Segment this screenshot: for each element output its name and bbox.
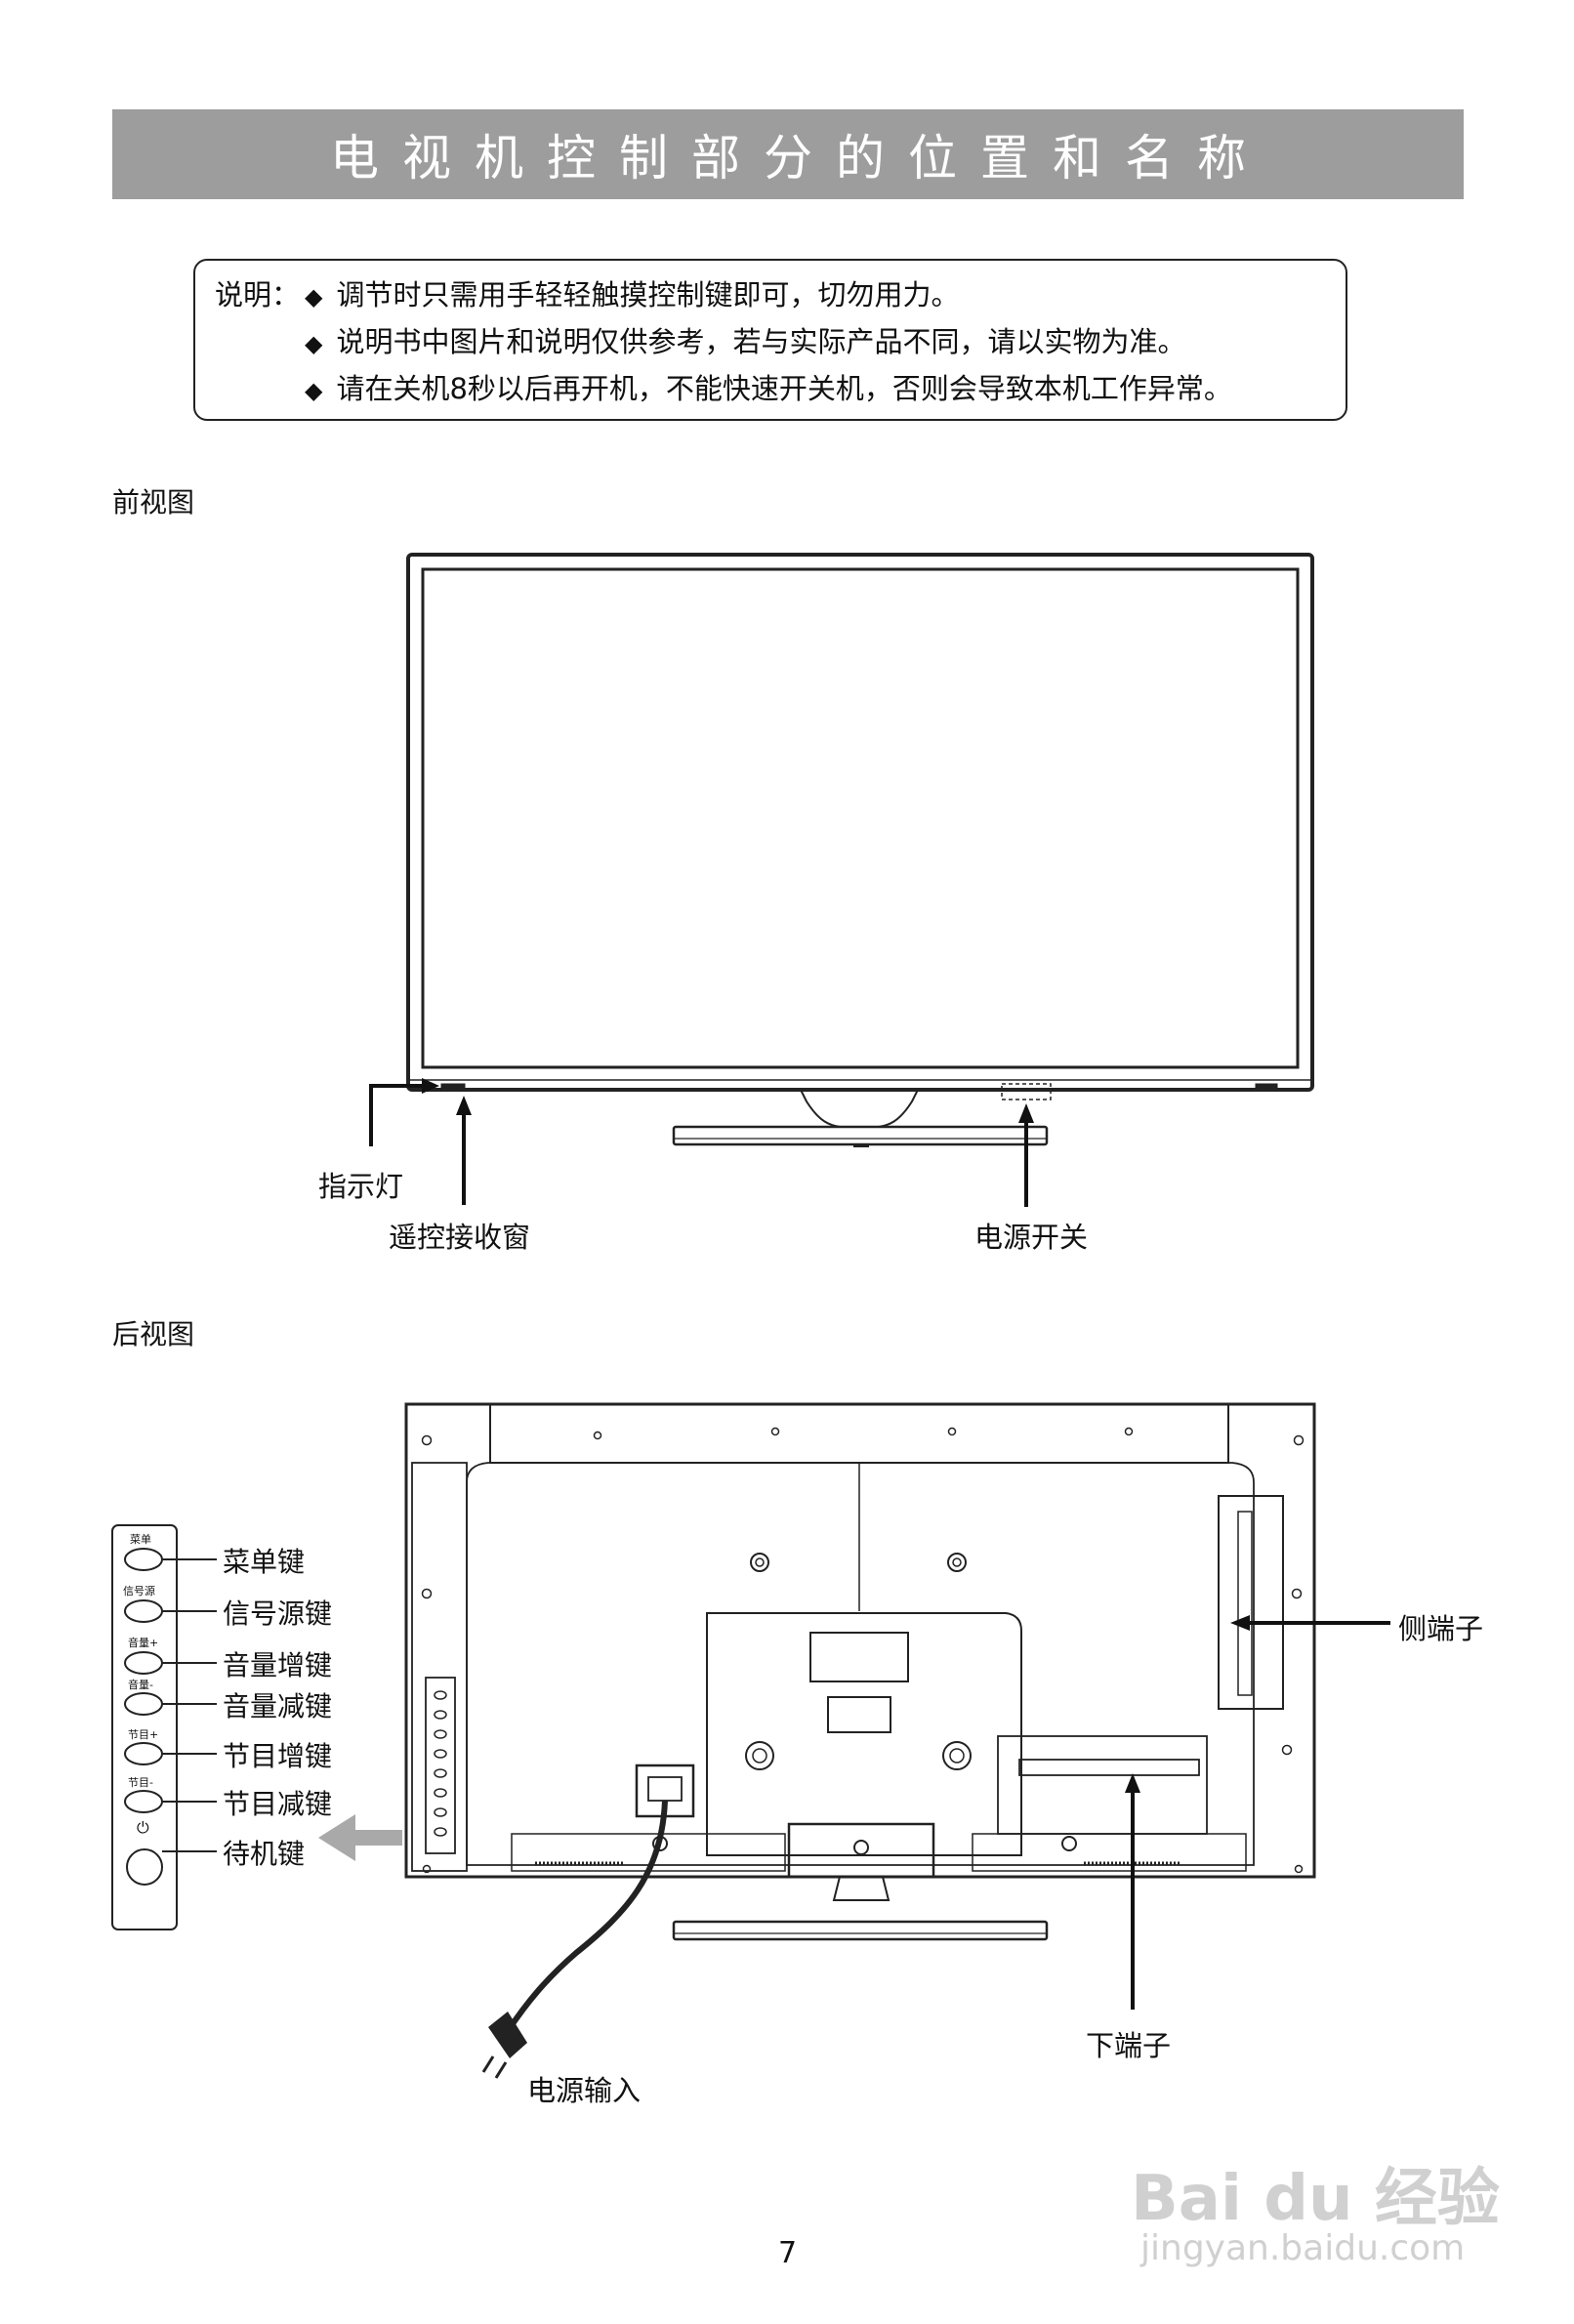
diamond-bullet-icon: ◆ <box>305 330 323 357</box>
panel-small-label: 菜单 <box>130 1533 151 1546</box>
notes-box <box>193 259 1347 421</box>
note-text: 说明书中图片和说明仅供参考，若与实际产品不同，请以实物为准。 <box>336 325 1186 358</box>
rear-view-label: 后视图 <box>112 1318 195 1350</box>
standby-key-label: 待机键 <box>223 1838 306 1870</box>
bottom-terminal-callout: 下端子 <box>1086 2029 1172 2062</box>
panel-small-label: 节目+ <box>128 1728 159 1741</box>
standby-power-icon: ⏻ <box>137 1818 149 1837</box>
indicator-callout: 指示灯 <box>318 1170 404 1203</box>
panel-small-label: 节目- <box>128 1776 153 1789</box>
note-item: ◆ 说明书中图片和说明仅供参考，若与实际产品不同，请以实物为准。 <box>305 320 1185 365</box>
diamond-bullet-icon: ◆ <box>305 283 323 311</box>
note-item: ◆ 调节时只需用手轻轻触摸控制键即可，切勿用力。 <box>305 273 959 318</box>
channel-up-key-label: 节目增键 <box>223 1740 333 1772</box>
power-switch-callout: 电源开关 <box>974 1221 1089 1254</box>
volume-up-key-label: 音量增键 <box>223 1649 333 1681</box>
section-title-bar: 电视机控制部分的位置和名称 <box>112 109 1464 199</box>
panel-small-label: 信号源 <box>123 1585 155 1598</box>
note-text: 请在关机8秒以后再开机，不能快速开关机，否则会导致本机工作异常。 <box>336 372 1232 405</box>
remote-window-callout: 遥控接收窗 <box>389 1221 531 1254</box>
panel-small-label: 音量+ <box>128 1637 159 1649</box>
front-view-label: 前视图 <box>112 486 195 519</box>
watermark-url: jingyan.baidu.com <box>1140 2228 1466 2268</box>
control-panel-diagram <box>111 1524 217 1930</box>
diamond-bullet-icon: ◆ <box>305 377 323 404</box>
volume-down-key-label: 音量减键 <box>223 1690 333 1722</box>
page-number: 7 <box>778 2236 798 2270</box>
section-title: 电视机控制部分的位置和名称 <box>330 130 1269 187</box>
note-text: 调节时只需用手轻轻触摸控制键即可，切勿用力。 <box>336 278 960 311</box>
source-key-label: 信号源键 <box>223 1598 333 1630</box>
panel-small-label: 音量- <box>128 1679 153 1691</box>
notes-prefix: 说明： <box>215 278 301 311</box>
rear-view-tv-illustration <box>318 1402 1390 2079</box>
side-jacks <box>434 1690 447 1837</box>
side-terminal-callout: 侧端子 <box>1398 1612 1484 1645</box>
watermark-brand: Bai du 经验 <box>1131 2163 1500 2235</box>
note-item: ◆ 请在关机8秒以后再开机，不能快速开关机，否则会导致本机工作异常。 <box>305 367 1232 412</box>
channel-down-key-label: 节目减键 <box>223 1788 333 1820</box>
front-view-tv-illustration <box>369 553 1314 1207</box>
power-input-callout: 电源输入 <box>527 2074 642 2107</box>
menu-key-label: 菜单键 <box>223 1546 306 1578</box>
